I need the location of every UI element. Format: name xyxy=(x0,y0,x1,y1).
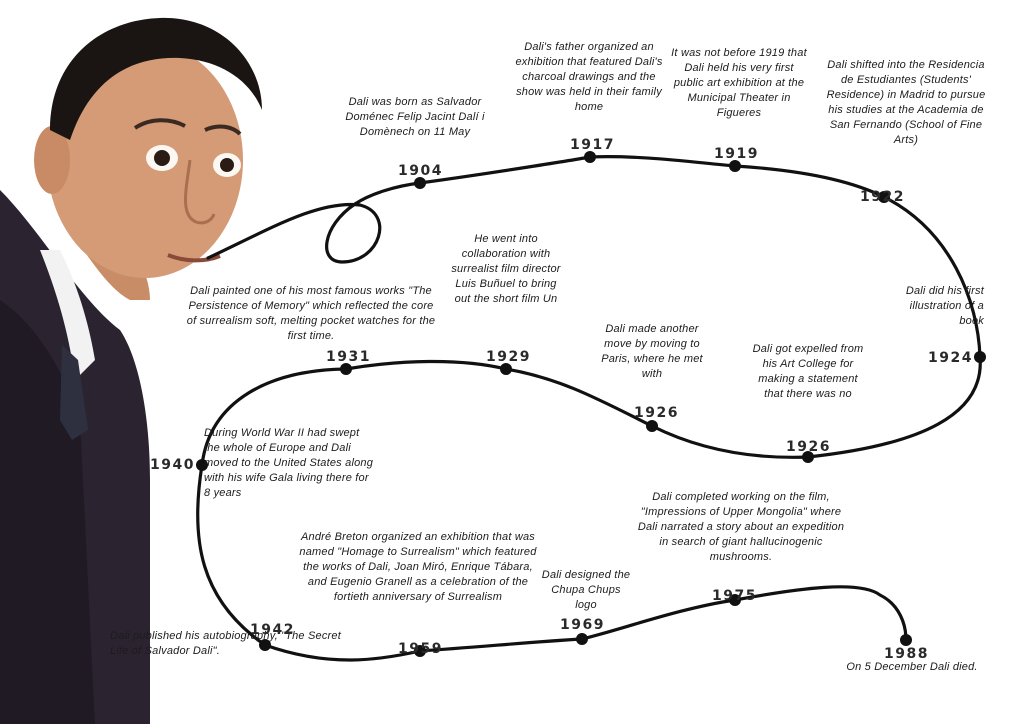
timeline-dot-1942 xyxy=(259,639,271,651)
timeline-dot-1975 xyxy=(729,594,741,606)
timeline-dot-1924 xyxy=(974,351,986,363)
timeline-dot-1929 xyxy=(500,363,512,375)
timeline-dot-1988 xyxy=(900,634,912,646)
event-text-1926-paris: Dali made another move by moving to Pari… xyxy=(601,323,703,380)
event-year-1926-college: 1926 xyxy=(786,439,831,455)
event-text-1942: Dali published his autobiography, "The S… xyxy=(110,630,341,657)
event-text-1919: It was not before 1919 that Dali held hi… xyxy=(671,47,807,119)
dali-portrait xyxy=(0,17,262,724)
timeline-dots xyxy=(196,151,986,657)
event-year-1942: 1942 xyxy=(250,622,295,638)
event-year-1940: 1940 xyxy=(150,457,195,473)
event-text-1924: Dali did his first illustration of a boo… xyxy=(905,285,984,327)
event-year-1904: 1904 xyxy=(398,163,443,179)
event-text-1940: During World War II had swept the whole … xyxy=(204,427,374,499)
event-text-1922: Dali shifted into the Residencia de Estu… xyxy=(826,59,986,146)
timeline-dot-1931 xyxy=(340,363,352,375)
timeline-dot-1922 xyxy=(878,191,890,203)
timeline-curve xyxy=(196,155,982,662)
timeline-dot-1940 xyxy=(196,459,208,471)
event-year-1969: 1969 xyxy=(560,617,605,633)
event-text-1926-college: Dali got expelled from his Art College f… xyxy=(752,343,864,400)
event-year-1959: 1959 xyxy=(398,641,443,657)
event-year-1924: 1924 xyxy=(928,350,973,366)
event-text-1975: Dali completed working on the film, "Imp… xyxy=(637,491,845,563)
event-year-1919: 1919 xyxy=(714,146,759,162)
event-year-1975: 1975 xyxy=(712,588,757,604)
timeline-dot-1969 xyxy=(576,633,588,645)
timeline-dot-1959 xyxy=(414,645,426,657)
timeline-dot-1904 xyxy=(414,177,426,189)
event-year-1929: 1929 xyxy=(486,349,531,365)
event-year-1926-paris: 1926 xyxy=(634,405,679,421)
event-year-1917: 1917 xyxy=(570,137,615,153)
timeline-dot-1926-paris xyxy=(646,420,658,432)
event-text-1988: On 5 December Dali died. xyxy=(846,661,978,673)
event-year-1922: 1922 xyxy=(860,189,905,205)
event-year-1988: 1988 xyxy=(884,646,929,662)
timeline-dot-1917 xyxy=(584,151,596,163)
event-text-1904: Dali was born as Salvador Doménec Felip … xyxy=(345,96,485,138)
event-text-1929: He went into collaboration with surreali… xyxy=(451,233,561,305)
event-text-1917: Dali's father organized an exhibition th… xyxy=(515,41,663,113)
timeline-dot-1919 xyxy=(729,160,741,172)
event-text-1969: Dali designed the Chupa Chups logo xyxy=(541,569,631,611)
event-year-1931: 1931 xyxy=(326,349,371,365)
timeline-dot-1926-college xyxy=(802,451,814,463)
event-text-1931: Dali painted one of his most famous work… xyxy=(186,285,436,342)
event-text-1959: André Breton organized an exhibition tha… xyxy=(299,531,537,603)
